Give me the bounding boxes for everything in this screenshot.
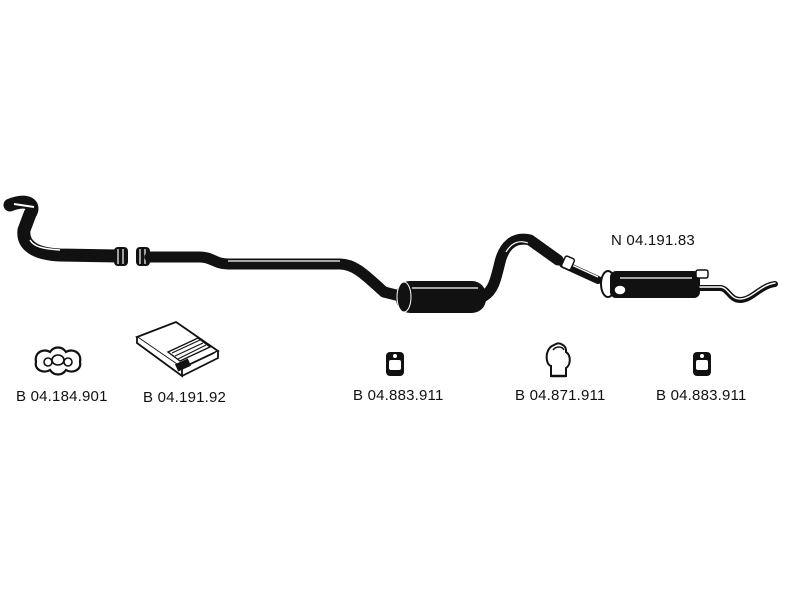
rubber-mount-3-part[interactable] (693, 352, 711, 376)
rubber-mount-2-label[interactable]: B 04.871.911 (515, 387, 606, 404)
flange-gasket-part[interactable] (34, 346, 82, 376)
rear-silencer[interactable] (559, 255, 778, 303)
front-pipe[interactable] (3, 195, 128, 266)
assembly-kit-label[interactable]: B 04.191.92 (143, 389, 227, 406)
rubber-mount-2-part[interactable] (545, 342, 571, 378)
intermediate-pipe[interactable] (136, 247, 406, 302)
center-silencer[interactable] (396, 281, 486, 313)
rear-connecting-pipe[interactable] (478, 233, 564, 302)
flange-gasket-label[interactable]: B 04.184.901 (16, 388, 108, 405)
rubber-mount-3-label[interactable]: B 04.883.911 (656, 387, 747, 404)
rear-silencer-label[interactable]: N 04.191.83 (611, 232, 695, 249)
rubber-mount-1-part[interactable] (386, 352, 404, 376)
rubber-mount-1-label[interactable]: B 04.883.911 (353, 387, 444, 404)
assembly-kit-part[interactable] (135, 320, 220, 378)
